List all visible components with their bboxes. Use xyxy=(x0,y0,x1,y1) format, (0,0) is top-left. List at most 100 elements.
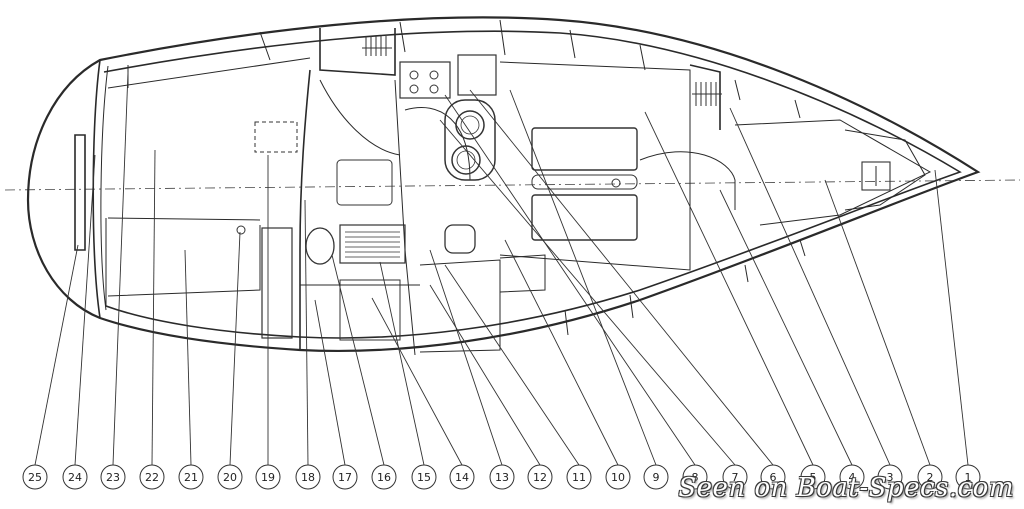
callout-label: 5 xyxy=(810,471,817,484)
callout-label: 13 xyxy=(495,471,509,484)
callout-label: 18 xyxy=(301,471,315,484)
callout-leader xyxy=(469,89,774,466)
centerline xyxy=(4,179,1021,191)
callout-label: 2 xyxy=(927,471,934,484)
callout-label: 12 xyxy=(533,471,547,484)
callout-label: 1 xyxy=(965,471,972,484)
callout-label: 11 xyxy=(572,471,586,484)
callout-label: 14 xyxy=(455,471,469,484)
callout-leader xyxy=(34,244,79,466)
heads-unit xyxy=(339,224,406,264)
v-berth xyxy=(734,119,932,226)
callout-leader xyxy=(331,254,385,466)
anchor-locker xyxy=(844,129,926,211)
burner xyxy=(429,84,439,94)
callout-leader xyxy=(824,179,931,466)
callout-circle xyxy=(371,464,397,490)
callout-circle xyxy=(722,464,748,490)
callout-label: 9 xyxy=(653,471,660,484)
callout-circle xyxy=(489,464,515,490)
callout-leader xyxy=(429,249,503,466)
callout-circle xyxy=(760,464,786,490)
hatch xyxy=(254,121,298,153)
nav-seat xyxy=(444,224,476,254)
callout-leader xyxy=(504,239,619,466)
table-center-strip xyxy=(531,174,638,190)
callout-circle xyxy=(217,464,243,490)
callout-label: 24 xyxy=(68,471,82,484)
saloon-table-top xyxy=(531,127,638,171)
callout-leader xyxy=(719,189,853,466)
callout-leader xyxy=(229,231,241,466)
callout-circle xyxy=(22,464,48,490)
anchor-well xyxy=(861,161,891,191)
companionway xyxy=(319,28,396,76)
callout-leader xyxy=(74,154,96,466)
callout-label: 23 xyxy=(106,471,120,484)
table-leg xyxy=(611,178,621,188)
quarter-berth xyxy=(107,225,261,297)
grill-forward xyxy=(692,82,722,106)
callout-label: 25 xyxy=(28,471,42,484)
saloon-bulkhead xyxy=(299,69,311,350)
callout-circle xyxy=(917,464,943,490)
callout-leader xyxy=(429,284,541,466)
callout-label: 20 xyxy=(223,471,237,484)
callout-leader xyxy=(314,299,346,466)
port-deck-line xyxy=(259,19,801,119)
burner xyxy=(409,84,419,94)
callout-leader xyxy=(304,199,309,466)
callout-circle xyxy=(255,464,281,490)
callout-circle xyxy=(332,464,358,490)
hanging-locker xyxy=(499,254,546,293)
callout-leader xyxy=(151,149,156,466)
callout-leader xyxy=(112,71,129,466)
saloon-curve xyxy=(319,79,401,156)
saloon-floor xyxy=(394,79,416,356)
callout-circle xyxy=(62,464,88,490)
head-grating xyxy=(345,231,400,258)
callout-circle xyxy=(100,464,126,490)
saloon-settee-curve xyxy=(639,151,736,210)
callout-circle xyxy=(566,464,592,490)
callout-circle xyxy=(449,464,475,490)
callout-leader xyxy=(444,264,580,466)
callout-label: 4 xyxy=(849,471,856,484)
callout-leader xyxy=(439,119,736,466)
callout-circle xyxy=(178,464,204,490)
callout-circle xyxy=(839,464,865,490)
callout-circle xyxy=(955,464,981,490)
v-berth-bulkhead xyxy=(689,64,721,130)
callout-label: 21 xyxy=(184,471,198,484)
saloon-table-bottom xyxy=(531,194,638,241)
callout-circle xyxy=(411,464,437,490)
burner xyxy=(429,70,439,80)
callout-circle xyxy=(877,464,903,490)
stove xyxy=(399,61,451,99)
callout-circle xyxy=(682,464,708,490)
callout-label: 8 xyxy=(692,471,699,484)
callout-circle xyxy=(527,464,553,490)
engine-box xyxy=(339,279,401,341)
callout-circle xyxy=(295,464,321,490)
sink-2 xyxy=(451,145,481,175)
callout-label: 15 xyxy=(417,471,431,484)
callout-label: 3 xyxy=(887,471,894,484)
callout-leader xyxy=(729,107,891,466)
fridge-lid xyxy=(457,54,497,96)
callout-label: 17 xyxy=(338,471,352,484)
callout-label: 6 xyxy=(770,471,777,484)
callout-leader xyxy=(184,249,192,466)
callout-circle xyxy=(139,464,165,490)
instrument-dial xyxy=(236,225,246,235)
nav-station xyxy=(419,259,501,353)
berth-block xyxy=(261,227,293,339)
cockpit-bench-bottom xyxy=(107,217,261,221)
cockpit-bench-top xyxy=(107,57,311,89)
sink-1 xyxy=(455,110,485,140)
callout-label: 22 xyxy=(145,471,159,484)
callout-leader xyxy=(379,261,425,466)
callout-circle xyxy=(605,464,631,490)
